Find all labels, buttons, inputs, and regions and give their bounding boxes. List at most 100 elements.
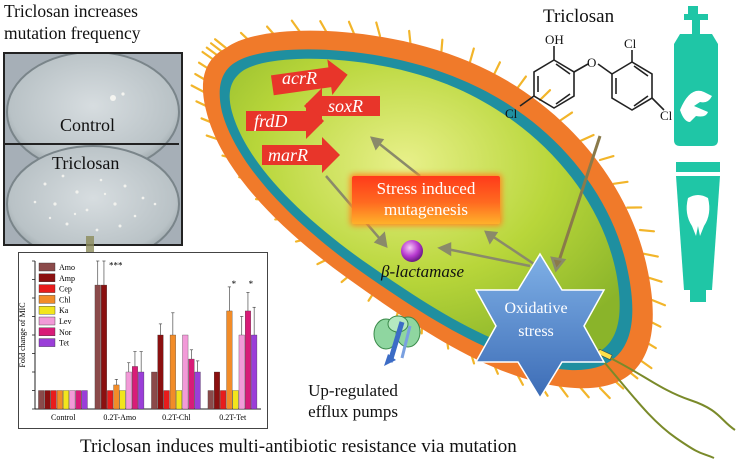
stress-line-1: Stress induced — [376, 179, 476, 198]
pilus-spike — [578, 385, 590, 399]
chart-bar — [44, 390, 51, 410]
triclosan-title: Triclosan — [543, 6, 615, 27]
pilus-spike — [468, 47, 475, 64]
pilus-spike — [209, 42, 224, 53]
chart-bar — [107, 390, 114, 410]
stress-line-2: mutagenesis — [383, 200, 469, 219]
legend-swatch — [38, 306, 56, 315]
legend-label: Chl — [59, 295, 71, 304]
pilus-spike — [201, 50, 216, 62]
chart-bar — [157, 334, 164, 410]
chart-bar — [207, 390, 214, 410]
molecule-o-label: O — [587, 55, 597, 70]
legend-label: Amo — [59, 263, 75, 272]
legend-label: Cep — [59, 285, 72, 294]
legend-swatch — [38, 262, 56, 272]
legend-label: Ka — [59, 306, 69, 315]
petri-dish-photos — [3, 52, 183, 246]
molecule-cl-label-left: Cl — [505, 106, 518, 121]
chart-bar — [182, 334, 189, 410]
efflux-pump-label: Up-regulated efflux pumps — [298, 380, 408, 422]
pilus-spike — [642, 252, 659, 258]
oxidative-stress-star — [474, 252, 606, 400]
chart-bar — [75, 390, 82, 410]
pilus-spike — [579, 133, 595, 142]
pilus-spike — [205, 46, 220, 58]
triclosan-plate-label: Triclosan — [52, 153, 120, 173]
legend-label: Amp — [59, 274, 75, 283]
pilus-spike — [347, 20, 356, 36]
gene-arrow-marR — [262, 137, 340, 173]
gene-arrow-acrR — [270, 59, 348, 96]
pilus-spike — [598, 154, 615, 162]
pilus-spike — [638, 358, 653, 370]
legend-swatch — [38, 327, 56, 337]
chart-bar — [244, 310, 251, 410]
chart-bar — [119, 390, 126, 410]
molecule-cl-label-right: Cl — [660, 108, 673, 123]
pilus-spike — [516, 75, 527, 89]
pilus-spike — [375, 21, 382, 38]
pilus-spike — [190, 84, 206, 94]
chart-bar — [125, 371, 132, 410]
pilus-spike — [213, 38, 228, 50]
pilus-spike — [598, 386, 611, 400]
pilus-spike — [492, 61, 502, 77]
chart-bar — [194, 371, 201, 410]
chart-bar — [232, 390, 239, 410]
pilus-spike — [558, 384, 569, 398]
gene-label-marR: marR — [268, 145, 308, 165]
control-plate-label: Control — [60, 115, 116, 135]
chart-bar — [238, 334, 245, 410]
pilus-spike — [408, 29, 412, 46]
plate-to-chart-connector — [86, 236, 94, 256]
bottom-caption: Triclosan induces multi-antibiotic resis… — [80, 436, 517, 457]
pilus-spike — [290, 19, 302, 34]
beta-lactamase-label: β-lactamase — [381, 262, 465, 281]
significance-label: *** — [109, 260, 123, 270]
chart-bar — [176, 390, 182, 410]
legend-swatch — [38, 316, 56, 326]
petri-divider — [3, 143, 179, 145]
toothpaste-tube-icon — [676, 162, 720, 302]
chart-bar — [113, 384, 120, 410]
flagellum-1 — [605, 355, 736, 431]
chart-bar — [101, 284, 107, 410]
hand-icon — [680, 90, 712, 122]
oxidative-stress-label: Oxidative stress — [486, 297, 586, 343]
chart-bar — [188, 358, 195, 410]
chart-bar — [226, 310, 233, 410]
legend-swatch — [38, 338, 56, 347]
oxidative-line-1: Oxidative — [504, 300, 568, 317]
flagellum-2 — [603, 361, 715, 459]
significance-label: * — [232, 279, 237, 289]
legend-label: Lev — [59, 317, 71, 326]
legend-label: Tet — [59, 339, 70, 348]
chart-bar — [169, 334, 176, 410]
x-tick-label: Control — [51, 413, 76, 422]
x-tick-label: 0.2T-Tet — [219, 413, 247, 422]
legend-swatch — [38, 273, 56, 282]
chart-bar — [163, 390, 170, 410]
tooth-icon — [686, 195, 710, 236]
oxidative-line-2: stress — [518, 323, 554, 340]
gene-label-frdD: frdD — [254, 111, 288, 131]
pilus-spike — [612, 180, 629, 185]
chart-bar — [220, 390, 227, 410]
chart-bar — [56, 390, 63, 410]
chart-bar — [50, 390, 57, 410]
legend-swatch — [38, 284, 56, 293]
molecule-oh-label: OH — [545, 32, 564, 47]
pilus-spike — [440, 38, 444, 55]
efflux-pump-icon — [373, 315, 421, 366]
top-left-title: Triclosan increases mutation frequency — [4, 0, 194, 44]
title-line-2: mutation frequency — [4, 23, 141, 43]
chart-bar — [213, 371, 220, 410]
gene-arrows — [246, 59, 380, 173]
soap-dispenser-icon — [674, 6, 718, 146]
gene-label-acrR: acrR — [282, 68, 317, 88]
legend-swatch — [38, 295, 56, 304]
y-axis-label: Fold change of MIC — [19, 302, 27, 367]
